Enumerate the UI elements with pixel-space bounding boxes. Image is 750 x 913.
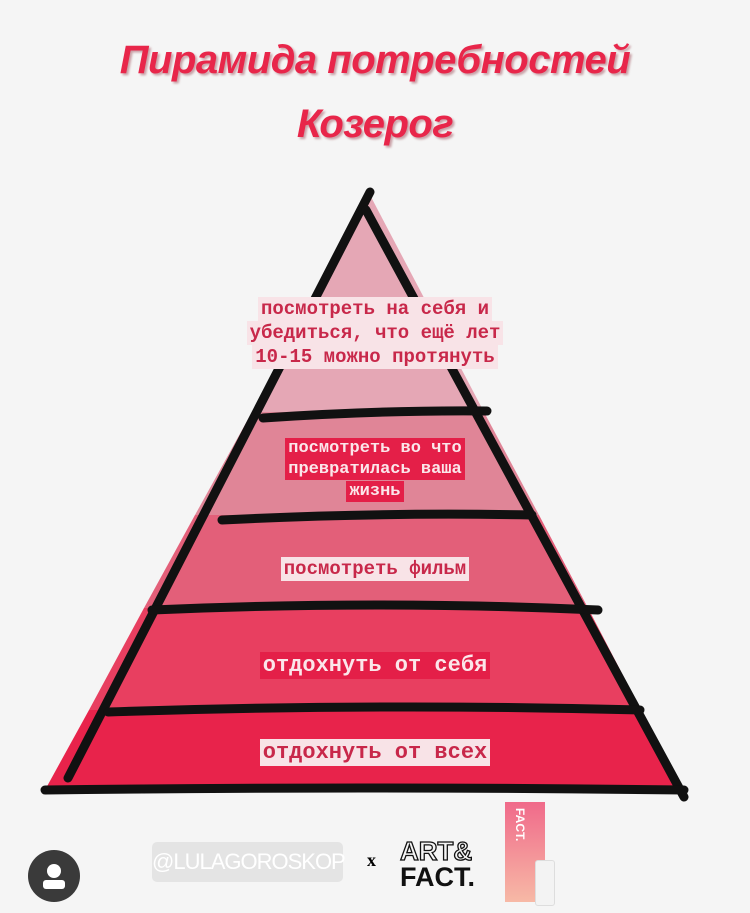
mention-tag[interactable]: @LULAGOROSKOP — [152, 842, 346, 882]
level-2-label: посмотреть во что превратилась ваша жизн… — [0, 438, 750, 502]
product-bottle — [535, 860, 555, 906]
collab-x: x — [367, 850, 376, 870]
level-3-label: посмотреть фильм — [0, 557, 750, 582]
product-box-text: FACT. — [513, 808, 527, 842]
user-icon — [43, 864, 65, 889]
brand-top: ART& — [399, 836, 473, 866]
level-4-label: отдохнуть от себя — [0, 652, 750, 680]
level-5-label: отдохнуть от всех — [0, 739, 750, 767]
title-line-2: Козерог — [296, 102, 454, 146]
brand-logo: ART& FACT. — [399, 836, 476, 892]
brand-bottom: FACT. — [400, 862, 476, 892]
title-line-1: Пирамида потребностей — [119, 38, 631, 82]
avatar[interactable] — [28, 850, 80, 902]
level-1-label: посмотреть на себя и убедиться, что ещё … — [0, 297, 750, 369]
